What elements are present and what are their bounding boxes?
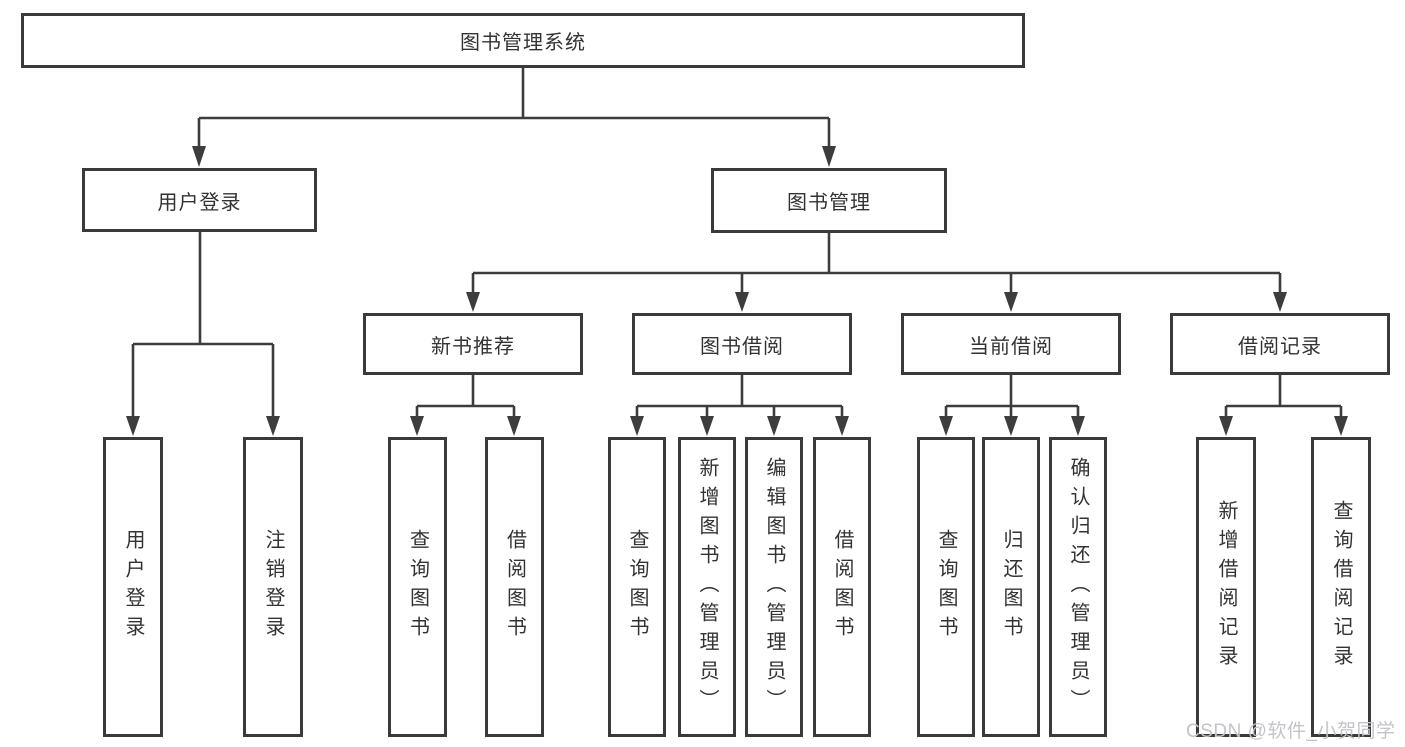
leaf-recommend-borrow-books-label: 借阅图书 [503,529,526,645]
leaf-add-borrow-record: 新增借阅记录 [1196,437,1256,737]
node-book-management: 图书管理 [711,168,947,233]
leaf-add-books-admin: 新增图书（管理员） [678,437,736,737]
node-borrowing-records: 借阅记录 [1170,313,1390,375]
node-book-borrowing: 图书借阅 [632,313,852,375]
leaf-query-borrow-record: 查询借阅记录 [1311,437,1371,737]
leaf-return-books: 归还图书 [982,437,1040,737]
node-current-borrowing: 当前借阅 [901,313,1121,375]
node-user-login: 用户登录 [82,168,317,232]
node-new-book-recommend-label: 新书推荐 [431,335,515,358]
leaf-user-login-label: 用户登录 [122,529,144,645]
node-current-borrowing-label: 当前借阅 [969,335,1053,358]
leaf-confirm-return-admin-label: 确认归还（管理员） [1067,456,1089,718]
leaf-edit-books-admin: 编辑图书（管理员） [745,437,803,737]
leaf-logout-label: 注销登录 [262,529,284,645]
leaf-recommend-query-books: 查询图书 [388,437,447,737]
leaf-add-books-admin-label: 新增图书（管理员） [696,456,718,718]
node-borrowing-records-label: 借阅记录 [1238,335,1322,358]
leaf-user-login: 用户登录 [103,437,163,737]
leaf-borrowing-borrow-books-label: 借阅图书 [831,529,853,645]
leaf-current-query-books-label: 查询图书 [935,529,957,645]
node-new-book-recommend: 新书推荐 [363,313,583,375]
leaf-borrowing-borrow-books: 借阅图书 [813,437,871,737]
node-user-login-label: 用户登录 [157,191,242,214]
leaf-query-borrow-record-label: 查询借阅记录 [1330,500,1352,674]
node-book-borrowing-label: 图书借阅 [700,335,784,358]
leaf-borrowing-query-books: 查询图书 [608,437,666,737]
csdn-watermark: CSDN @软件_小贺同学 [1186,721,1396,742]
leaf-recommend-query-books-label: 查询图书 [406,529,429,645]
leaf-return-books-label: 归还图书 [1000,529,1022,645]
leaf-borrowing-query-books-label: 查询图书 [626,529,648,645]
leaf-add-borrow-record-label: 新增借阅记录 [1215,500,1237,674]
leaf-confirm-return-admin: 确认归还（管理员） [1049,437,1107,737]
leaf-current-query-books: 查询图书 [917,437,975,737]
leaf-logout: 注销登录 [243,437,303,737]
node-root: 图书管理系统 [21,13,1025,68]
leaf-edit-books-admin-label: 编辑图书（管理员） [763,456,785,718]
node-root-label: 图书管理系统 [460,32,586,54]
node-book-management-label: 图书管理 [787,192,871,214]
leaf-recommend-borrow-books: 借阅图书 [485,437,544,737]
